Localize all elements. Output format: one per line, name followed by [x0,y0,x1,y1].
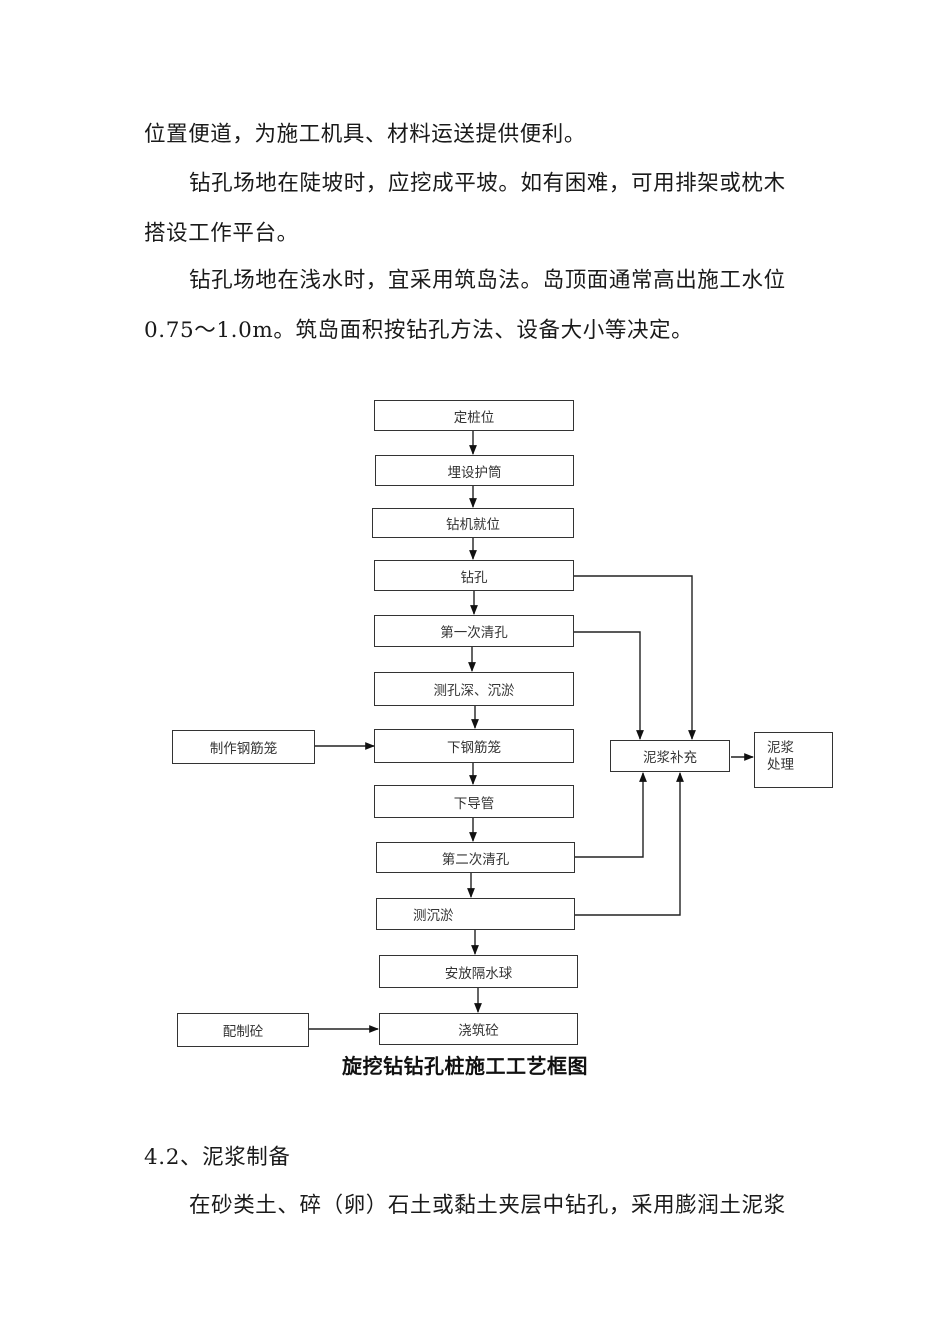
slurry-treatment-label-line2: 处理 [767,757,794,773]
flow-step-label: 浇筑砼 [458,1023,499,1039]
flow-step-locate-pile: 定桩位 [374,400,574,431]
flow-step-measure-depth: 测孔深、沉淤 [374,672,574,706]
flow-step-first-cleaning: 第一次清孔 [374,615,574,647]
connector-sediment-to-slurry [575,772,684,916]
flow-input-mix-concrete: 配制砼 [177,1013,309,1047]
flow-input-label: 配制砼 [222,1024,264,1040]
flow-slurry-treatment: 泥浆 处理 [754,732,833,788]
paragraph-line: 钻孔场地在陡坡时，应挖成平坡。如有困难，可用排架或枕木 [189,171,786,196]
section-heading: 4.2、泥浆制备 [144,1145,291,1170]
connector-firstclean-to-slurry [574,631,644,740]
paragraph-line: 搭设工作平台。 [144,221,299,246]
slurry-treatment-label-line1: 泥浆 [767,740,794,756]
flow-step-measure-sediment: 测沉淤 [376,898,575,930]
flow-step-label: 定桩位 [453,409,495,426]
flow-step-pour-concrete: 浇筑砼 [379,1013,578,1045]
flow-step-label: 下钢筋笼 [447,740,501,756]
flow-step-place-plug: 安放隔水球 [379,955,578,988]
connector-drilling-to-slurry [574,575,696,740]
flow-step-label: 测沉淤 [413,908,454,924]
flow-step-label: 测孔深、沉淤 [433,683,515,699]
flow-step-drilling: 钻孔 [374,560,574,591]
paragraph-line: 在砂类土、碎（卵）石土或黏土夹层中钻孔，采用膨润土泥浆 [189,1193,786,1218]
flow-step-label: 第二次清孔 [441,851,510,868]
figure-caption: 旋挖钻钻孔桩施工工艺框图 [342,1054,588,1078]
flow-step-label: 第一次清孔 [440,625,508,641]
flow-step-lower-tremie: 下导管 [374,785,574,818]
flow-step-second-cleaning: 第二次清孔 [376,842,575,873]
flow-step-label: 埋设护筒 [447,464,502,481]
paragraph-line: 钻孔场地在浅水时，宜采用筑岛法。岛顶面通常高出施工水位 [189,268,786,293]
flow-input-make-rebar-cage: 制作钢筋笼 [172,730,315,764]
flow-step-label: 安放隔水球 [444,965,513,982]
flow-slurry-supplement: 泥浆补充 [610,740,730,772]
flow-step-label: 钻机就位 [446,517,500,533]
flow-step-lower-rebar-cage: 下钢筋笼 [374,729,574,763]
flow-input-label: 制作钢筋笼 [209,741,278,757]
slurry-supplement-label: 泥浆补充 [643,750,697,766]
flow-step-rig-positioning: 钻机就位 [372,508,574,538]
paragraph-line: 位置便道，为施工机具、材料运送提供便利。 [144,122,587,147]
connector-secondclean-to-slurry [575,772,647,858]
flow-step-bury-casing: 埋设护筒 [375,455,574,486]
paragraph-line: 0.75～1.0m。筑岛面积按钻孔方法、设备大小等决定。 [144,318,694,343]
flow-step-label: 下导管 [453,795,495,812]
flow-step-label: 钻孔 [460,569,488,586]
